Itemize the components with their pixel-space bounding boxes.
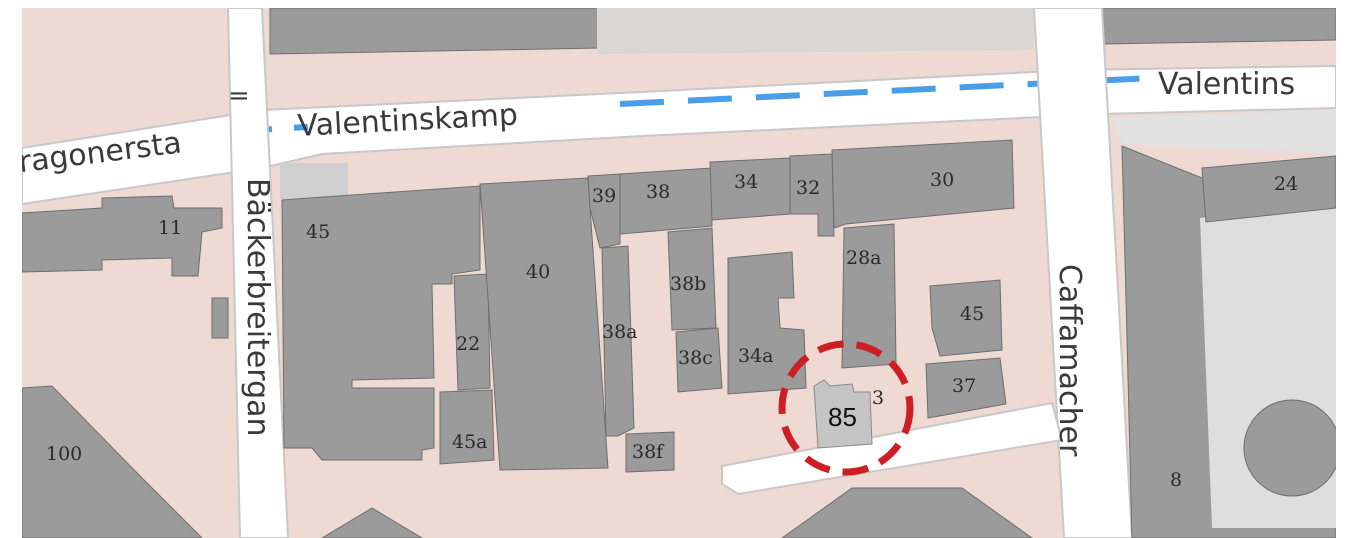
building-45a [439,389,495,465]
house-number-38f: 38f [632,441,665,463]
house-number-38: 38 [646,181,670,203]
house-number-8: 8 [1170,469,1182,491]
city-map[interactable]: Valentinskamp Valentins ragonersta Bäcke… [22,8,1336,538]
building-11 [22,195,223,277]
house-number-45-left: 45 [306,221,330,243]
house-number-28a: 28a [846,247,882,269]
building-22 [453,273,491,391]
marker-building [813,379,873,449]
building-24 [1201,155,1336,223]
building-39 [587,173,621,249]
marker-ring [778,340,914,476]
building-lower-right [781,487,1033,538]
building-38c [675,327,723,393]
house-number-38b: 38b [670,273,706,295]
house-number-32: 32 [796,177,820,199]
street-baeckerbreitergang [226,8,290,538]
building-34a [727,251,807,395]
house-number-45a: 45a [452,431,488,453]
rotunda [1243,399,1336,497]
street-label-valentinskamp-right: Valentins [1158,67,1295,102]
building-37 [925,357,1007,419]
house-number-34a: 34a [738,345,774,367]
location-marker[interactable]: 85 [778,340,914,476]
building-small-left [211,297,229,339]
house-number-45-right: 45 [960,303,984,325]
building-lower-left [321,507,423,538]
paved-area [280,163,348,199]
building-45-right [929,279,1003,357]
house-number-38a: 38a [602,321,638,343]
street-label-baeckerbreitergang: Bäckerbreitergan [240,178,275,437]
street-label-caffamacherreihe: Caffamacher [1052,264,1087,457]
marker-label: 85 [828,402,857,432]
building-30 [831,139,1015,229]
house-number-34: 34 [734,171,758,193]
house-number-40: 40 [526,261,550,283]
building-45-left [281,185,481,461]
street-sign-marker: = [228,81,250,111]
house-number-22: 22 [456,333,480,355]
house-number-30: 30 [930,169,954,191]
building-38f [625,431,675,473]
house-number-24: 24 [1274,173,1298,195]
building-38 [619,167,713,235]
right-edge-paving [1112,110,1336,154]
house-number-3-partial: 3 [872,387,884,409]
house-number-11: 11 [158,217,182,239]
house-number-100: 100 [46,443,82,465]
street-caffamacherreihe [1032,8,1134,538]
building-top-middle [597,8,1034,54]
house-number-39: 39 [592,185,616,207]
building-38a [601,245,635,437]
house-number-38c: 38c [678,347,713,369]
building-40 [479,177,609,471]
building-100 [22,385,203,538]
house-number-37: 37 [952,375,976,397]
building-top-right [1101,8,1336,45]
